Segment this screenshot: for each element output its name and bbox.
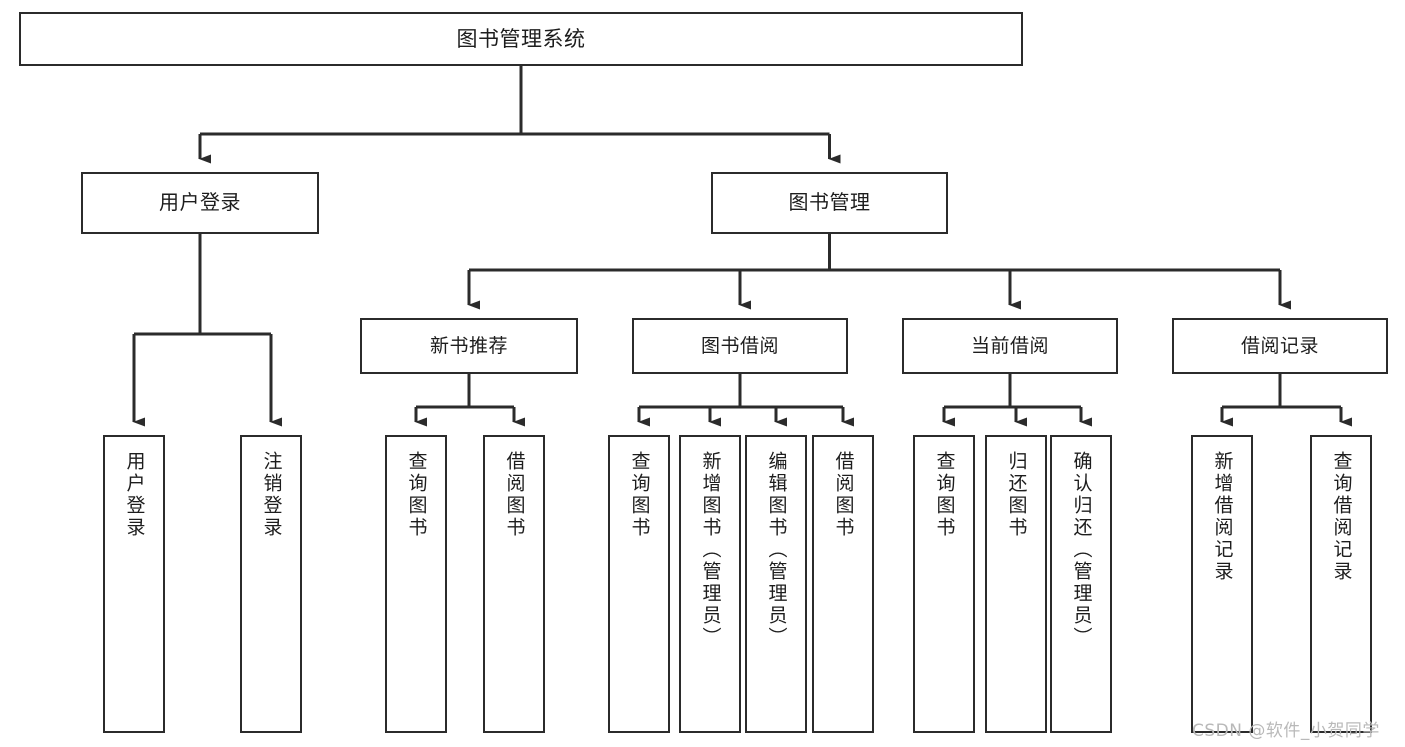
node-book-borrow[interactable]: 图书借阅: [632, 318, 848, 374]
leaf-query-borrow-record[interactable]: 查询借阅记录: [1310, 435, 1372, 733]
node-book-borrow-label: 图书借阅: [700, 334, 779, 357]
leaf-edit-book-admin[interactable]: 编辑图书（管理员）: [745, 435, 807, 733]
leaf-label: 查询借阅记录: [1330, 451, 1353, 583]
node-borrow-record-label: 借阅记录: [1240, 334, 1319, 357]
node-user-login-label: 用户登录: [159, 190, 241, 215]
leaf-add-book-admin[interactable]: 新增图书（管理员）: [679, 435, 741, 733]
leaf-label: 确认归还（管理员）: [1070, 451, 1093, 649]
node-book-management-label: 图书管理: [788, 190, 871, 215]
leaf-label: 新增图书（管理员）: [699, 451, 722, 649]
leaf-return-book[interactable]: 归还图书: [985, 435, 1047, 733]
leaf-label: 编辑图书（管理员）: [765, 451, 788, 649]
node-root-label: 图书管理系统: [456, 26, 586, 51]
node-borrow-record[interactable]: 借阅记录: [1172, 318, 1388, 374]
leaf-confirm-return-admin[interactable]: 确认归还（管理员）: [1050, 435, 1112, 733]
node-current-borrow[interactable]: 当前借阅: [902, 318, 1118, 374]
leaf-add-borrow-record[interactable]: 新增借阅记录: [1191, 435, 1253, 733]
leaf-borrow-book-recommend[interactable]: 借阅图书: [483, 435, 545, 733]
node-new-book-recommend[interactable]: 新书推荐: [360, 318, 578, 374]
leaf-label: 借阅图书: [832, 451, 855, 539]
node-root[interactable]: 图书管理系统: [19, 12, 1023, 66]
leaf-query-book-current[interactable]: 查询图书: [913, 435, 975, 733]
node-current-borrow-label: 当前借阅: [970, 334, 1049, 357]
node-book-management[interactable]: 图书管理: [711, 172, 948, 234]
leaf-user-login[interactable]: 用户登录: [103, 435, 165, 733]
node-new-book-recommend-label: 新书推荐: [429, 334, 508, 357]
leaf-label: 归还图书: [1005, 451, 1028, 539]
leaf-label: 用户登录: [123, 451, 146, 539]
leaf-label: 查询图书: [933, 451, 956, 539]
leaf-logout[interactable]: 注销登录: [240, 435, 302, 733]
leaf-label: 查询图书: [628, 451, 651, 539]
leaf-query-book-recommend[interactable]: 查询图书: [385, 435, 447, 733]
leaf-label: 借阅图书: [503, 451, 526, 539]
leaf-borrow-book[interactable]: 借阅图书: [812, 435, 874, 733]
leaf-label: 注销登录: [260, 451, 283, 539]
leaf-label: 新增借阅记录: [1211, 451, 1234, 583]
watermark: CSDN @软件_小贺同学: [1192, 721, 1380, 741]
leaf-query-book-borrow[interactable]: 查询图书: [608, 435, 670, 733]
leaf-label: 查询图书: [405, 451, 428, 539]
node-user-login[interactable]: 用户登录: [81, 172, 319, 234]
